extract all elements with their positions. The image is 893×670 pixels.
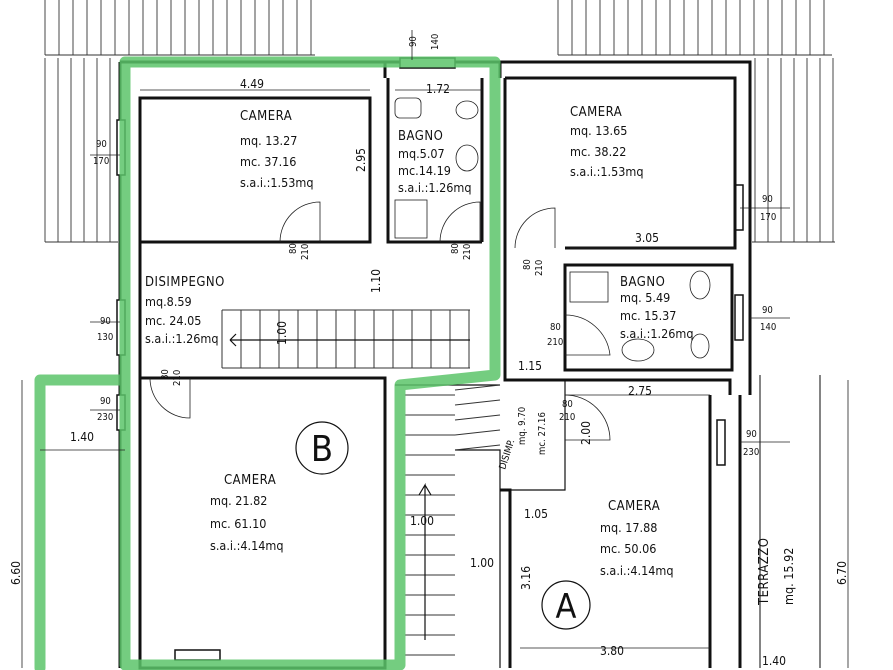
opening-right-170: 170 (760, 212, 776, 223)
room-name-bagno-right: BAGNO (620, 275, 665, 290)
opening-left-130: 130 (97, 332, 113, 343)
bathroom-fixtures (394, 97, 711, 362)
room-area-disimpegno: mq.8.59 (145, 294, 192, 309)
opening-right-90-a: 90 (762, 194, 773, 205)
opening-left-90-b: 90 (100, 316, 111, 327)
dim-670: 6.70 (835, 561, 849, 585)
dim-100-stair: 1.00 (275, 321, 289, 345)
door-swings (149, 201, 611, 441)
unit-b-highlight (34, 56, 501, 670)
room-volume-camera-top-left: mc. 37.16 (240, 154, 296, 169)
room-sai-camera-b: s.a.i.:4.14mq (210, 538, 284, 553)
dim-305: 3.05 (635, 231, 659, 245)
room-name-camera-top-right: CAMERA (570, 105, 622, 120)
door-b-80: 80 (450, 243, 461, 254)
room-name-disimpegno: DISIMPEGNO (145, 275, 225, 290)
dim-449: 4.49 (240, 77, 264, 91)
room-name-bagno-top: BAGNO (398, 129, 443, 144)
dim-660: 6.60 (9, 561, 23, 585)
room-area-bagno-top: mq.5.07 (398, 146, 445, 161)
room-area-disimp: mq. 9.70 (517, 407, 528, 445)
dim-115: 1.15 (518, 359, 542, 373)
room-name-terrazzo: TERRAZZO (757, 538, 772, 606)
door-a-210: 210 (300, 244, 311, 260)
stair-tread (454, 444, 501, 451)
dimension-lines (21, 30, 849, 668)
door-f-210: 210 (559, 412, 575, 423)
dim-316: 3.16 (519, 566, 533, 590)
stair-tread (454, 414, 501, 421)
door-d-80: 80 (550, 322, 561, 333)
unit-a-label: A (556, 587, 577, 627)
door-e-80: 80 (160, 369, 171, 380)
room-volume-bagno-right: mc. 15.37 (620, 308, 676, 323)
interior-walls (138, 76, 737, 670)
opening-left-90-c: 90 (100, 396, 111, 407)
dim-140-left: 1.40 (70, 430, 94, 444)
room-area-camera-b: mq. 21.82 (210, 493, 267, 508)
room-sai-bagno-top: s.a.i.:1.26mq (398, 180, 472, 195)
room-sai-camera-top-right: s.a.i.:1.53mq (570, 164, 644, 179)
opening-right-90-c: 90 (746, 429, 757, 440)
dim-275: 2.75 (628, 384, 652, 398)
dim-100-a: 1.00 (410, 514, 434, 528)
room-sai-disimpegno: s.a.i.:1.26mq (145, 331, 219, 346)
unit-b-label: B (311, 429, 333, 470)
stair-tread (454, 384, 501, 391)
door-a-80: 80 (288, 243, 299, 254)
dim-295: 2.95 (354, 148, 368, 172)
opening-right-140: 140 (760, 322, 776, 333)
door-e-210: 210 (172, 370, 183, 386)
room-name-camera-top-left: CAMERA (240, 109, 292, 124)
dim-140-bottom: 1.40 (762, 654, 786, 668)
staircase (221, 309, 501, 656)
dim-172: 1.72 (426, 82, 450, 96)
door-c-210: 210 (534, 260, 545, 276)
room-volume-camera-b: mc. 61.10 (210, 516, 266, 531)
unit-b-circle (295, 421, 349, 475)
stair-tread (454, 399, 501, 406)
room-area-terrazzo: mq. 15.92 (781, 548, 796, 605)
dim-380: 3.80 (600, 644, 624, 658)
door-f-80: 80 (562, 399, 573, 410)
dim-110: 1.10 (369, 269, 383, 293)
opening-top-90: 90 (408, 36, 419, 47)
room-name-camera-b: CAMERA (224, 473, 276, 488)
room-volume-disimp: mc. 27.16 (537, 412, 548, 455)
stair-tread (454, 429, 501, 436)
room-name-camera-a: CAMERA (608, 499, 660, 514)
roof-hatching (44, 0, 835, 668)
unit-a-circle (541, 580, 591, 630)
stair-arrow-down (418, 482, 432, 640)
room-sai-bagno-right: s.a.i.:1.26mq (620, 326, 694, 341)
opening-right-90-b: 90 (762, 305, 773, 316)
room-area-bagno-right: mq. 5.49 (620, 290, 670, 305)
door-b-210: 210 (462, 244, 473, 260)
room-area-camera-top-left: mq. 13.27 (240, 133, 297, 148)
room-area-camera-top-right: mq. 13.65 (570, 123, 627, 138)
room-area-camera-a: mq. 17.88 (600, 520, 657, 535)
opening-left-90-a: 90 (96, 139, 107, 150)
dim-100-b: 1.00 (470, 556, 494, 570)
room-volume-disimpegno: mc. 24.05 (145, 313, 201, 328)
room-volume-camera-a: mc. 50.06 (600, 541, 656, 556)
room-volume-bagno-top: mc.14.19 (398, 163, 451, 178)
opening-left-230: 230 (97, 412, 113, 423)
dim-200: 2.00 (579, 421, 593, 445)
door-c-80: 80 (522, 259, 533, 270)
stair-arrow (229, 333, 470, 347)
opening-top-140: 140 (430, 34, 441, 50)
room-volume-camera-top-right: mc. 38.22 (570, 144, 626, 159)
dim-105: 1.05 (524, 507, 548, 521)
room-sai-camera-a: s.a.i.:4.14mq (600, 563, 674, 578)
room-sai-camera-top-left: s.a.i.:1.53mq (240, 175, 314, 190)
opening-right-230: 230 (743, 447, 759, 458)
door-d-210: 210 (547, 337, 563, 348)
opening-left-170: 170 (93, 156, 109, 167)
